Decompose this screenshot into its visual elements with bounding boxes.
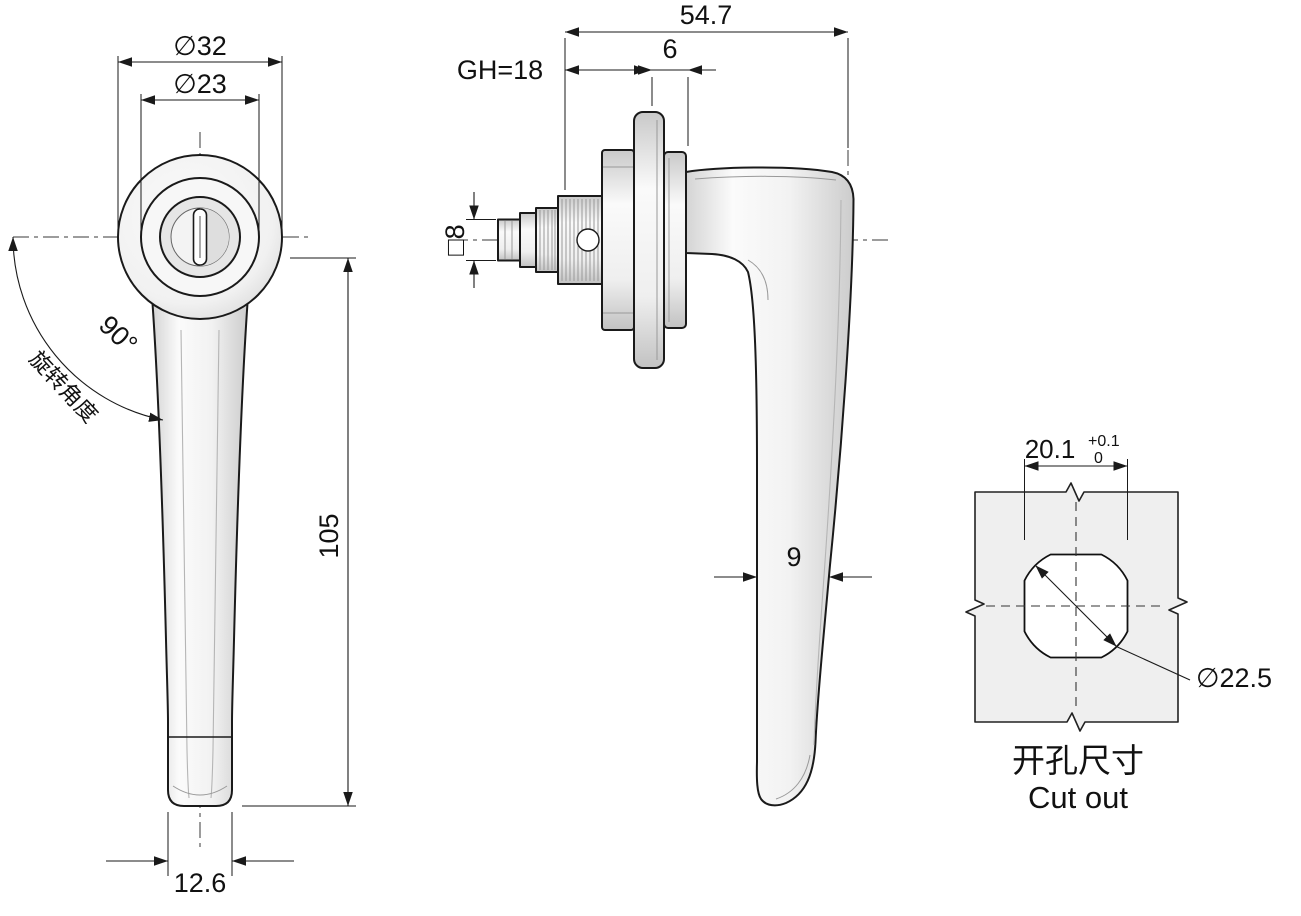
dim-grip-width-label: 12.6 <box>174 868 227 898</box>
dim-grip-height: GH=18 <box>457 55 648 85</box>
cutout-caption-zh: 开孔尺寸 <box>1012 742 1144 779</box>
arm-fillet-line <box>747 259 769 301</box>
dim-handle-thickness: 9 <box>714 542 872 582</box>
handle-body-side <box>685 166 855 807</box>
dim-dia-inner-label: ∅23 <box>173 69 227 99</box>
mounting-nut <box>601 149 635 331</box>
dim-length: 105 <box>242 257 356 807</box>
mounting-flange <box>633 111 665 369</box>
dim-cut-diameter-label: ∅22.5 <box>1196 663 1272 693</box>
cutout-caption-en: Cut out <box>1028 780 1128 815</box>
knurl-lines <box>539 210 556 270</box>
dim-length-label: 105 <box>314 513 344 558</box>
shaft-collar <box>519 212 537 268</box>
dim-dia-outer-label: ∅32 <box>173 31 227 61</box>
dim-cut-width-tol-upper: +0.1 <box>1088 433 1120 450</box>
dim-overall-length: 54.7 <box>564 0 849 190</box>
dim-overall-length-label: 54.7 <box>680 0 733 30</box>
dim-grip-width: 12.6 <box>106 812 294 898</box>
dim-dia-inner: ∅23 <box>140 69 260 230</box>
handle-contour-right <box>210 329 220 799</box>
side-view: 54.7 GH=18 6 □8 9 <box>440 0 888 807</box>
handle-tip-shading <box>172 785 228 796</box>
arm-top-shading <box>694 175 837 181</box>
rotation-caption-label: 旋转角度 <box>24 346 102 427</box>
dim-dia-outer: ∅32 <box>117 31 283 228</box>
handle-contour-left <box>180 329 190 799</box>
handle-side-contour-outer <box>813 199 842 746</box>
dim-cut-width: 20.1 +0.1 0 <box>1024 433 1128 540</box>
square-shaft-end <box>497 218 521 262</box>
handle-hook-shading <box>775 754 811 800</box>
dim-grip-height-label: GH=18 <box>457 55 543 85</box>
handle-body-front <box>151 295 249 807</box>
rotation-angle-label: 90° <box>93 310 143 360</box>
front-view: 90° 旋转角度 ∅32 ∅23 105 1 <box>8 31 356 898</box>
dim-cut-width-label: 20.1 <box>1025 434 1076 464</box>
dim-square-shaft: □8 <box>440 192 496 288</box>
dim-flange-thickness-label: 6 <box>662 34 677 64</box>
rotation-arc <box>8 236 164 422</box>
dim-handle-thickness-label: 9 <box>786 542 801 572</box>
cutout-view: 20.1 +0.1 0 ∅22.5 开孔尺寸 Cut out <box>965 433 1272 815</box>
dim-flange-thickness: 6 <box>624 34 716 146</box>
dim-square-shaft-label: □8 <box>440 224 470 255</box>
dim-cut-width-tol-lower: 0 <box>1094 450 1103 467</box>
dim-cut-diameter: ∅22.5 <box>1035 565 1272 693</box>
cam-pin-hole <box>576 228 600 252</box>
handle-hub <box>663 151 687 329</box>
